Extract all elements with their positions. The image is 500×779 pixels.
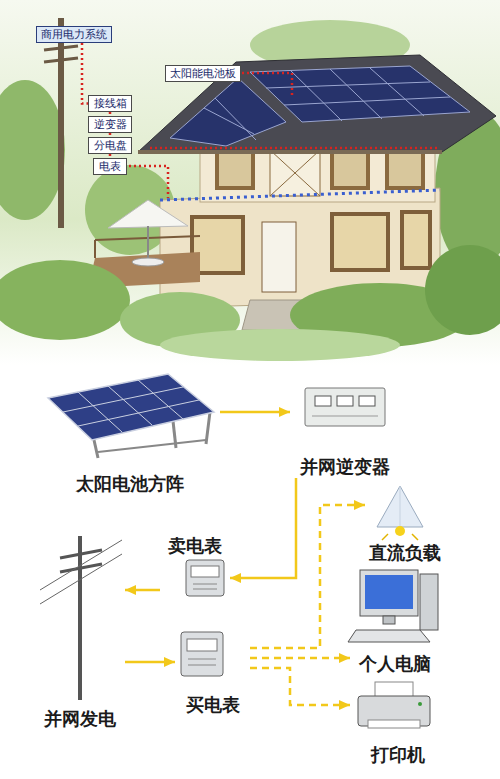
panel-grid [266, 82, 430, 88]
node-label: 并网逆变器 [300, 456, 390, 478]
leader-line [242, 73, 292, 96]
power-flow-arrow [250, 668, 350, 705]
window [219, 154, 251, 186]
railing [94, 240, 96, 258]
panel-grid [330, 69, 382, 119]
meter-icon [181, 632, 223, 676]
utility-pole [40, 536, 122, 700]
node-label: 卖电表 [168, 535, 222, 557]
power-flow-arrow [220, 411, 290, 414]
umbrella-pole [147, 226, 149, 262]
power-flow-arrow [230, 478, 296, 578]
roof [138, 55, 496, 152]
meter-node: 买电表 [175, 628, 250, 716]
part-label: 分电盘 [88, 137, 132, 154]
meter-node: 卖电表 [160, 535, 230, 598]
balcony-rail [270, 150, 320, 196]
node-label: 直流负载 [369, 542, 441, 564]
node-label: 并网发电 [44, 708, 116, 730]
grid-node: 并网发电 [35, 530, 125, 730]
lamp-icon [377, 486, 423, 540]
power-flow-arrow [125, 661, 175, 664]
window [334, 154, 366, 186]
part-label: 太阳能电池板 [165, 65, 241, 82]
node-label: 接线箱 [93, 97, 127, 110]
window [400, 210, 432, 270]
leader-line [129, 166, 168, 198]
solar-array-node: 太阳电池方阵 [40, 375, 220, 495]
load-node: 直流负载 [365, 482, 445, 564]
node-label: 分电盘 [93, 139, 127, 152]
table [132, 258, 164, 266]
node-label: 个人电脑 [359, 653, 431, 675]
solar-array [48, 374, 214, 458]
system-label: 商用电力系统 [36, 26, 112, 43]
panel-grid [284, 97, 450, 105]
inverter-icon [305, 388, 385, 426]
power-flow-arrow [250, 657, 350, 660]
node-label: 太阳电池方阵 [76, 473, 184, 495]
window [389, 154, 421, 186]
window [194, 219, 241, 271]
umbrella [108, 200, 188, 228]
eave [138, 150, 442, 154]
part-label: 电表 [93, 158, 127, 175]
part-label: 接线箱 [88, 95, 132, 112]
window [330, 212, 390, 272]
window [385, 150, 425, 190]
inverter-node: 并网逆变器 [290, 382, 400, 478]
power-flow-arrow [250, 505, 365, 648]
panel-grid [290, 70, 342, 121]
window [404, 214, 428, 266]
wiring-route [150, 147, 440, 150]
part-label: 逆变器 [88, 116, 132, 133]
panel-grid [215, 98, 256, 140]
node-label: 商用电力系统 [41, 28, 107, 41]
computer-icon [348, 570, 438, 642]
window [330, 150, 370, 190]
crossarm [44, 46, 78, 50]
crossarm [44, 58, 78, 62]
computer-node: 个人电脑 [350, 565, 440, 675]
node-label: 太阳能电池板 [170, 67, 236, 80]
wiring-route [160, 190, 440, 200]
balcony-rail [270, 150, 320, 196]
window [334, 216, 386, 268]
lawn [160, 329, 400, 361]
printer-node: 打印机 [350, 680, 445, 766]
power-flow-arrow [125, 589, 160, 592]
window [215, 150, 255, 190]
tree [0, 80, 65, 220]
panel-grid [370, 68, 424, 116]
bush [0, 260, 130, 340]
solar-panel [250, 66, 470, 122]
node-label: 逆变器 [93, 118, 127, 131]
door [262, 222, 296, 292]
node-label: 买电表 [186, 694, 240, 716]
solar-panel [170, 78, 286, 146]
printer-icon [358, 682, 430, 728]
house-scene [0, 0, 500, 365]
node-label: 打印机 [371, 744, 425, 766]
meter-icon [186, 560, 224, 596]
bush [425, 245, 500, 335]
balcony [270, 150, 320, 196]
node-label: 电表 [98, 160, 122, 173]
